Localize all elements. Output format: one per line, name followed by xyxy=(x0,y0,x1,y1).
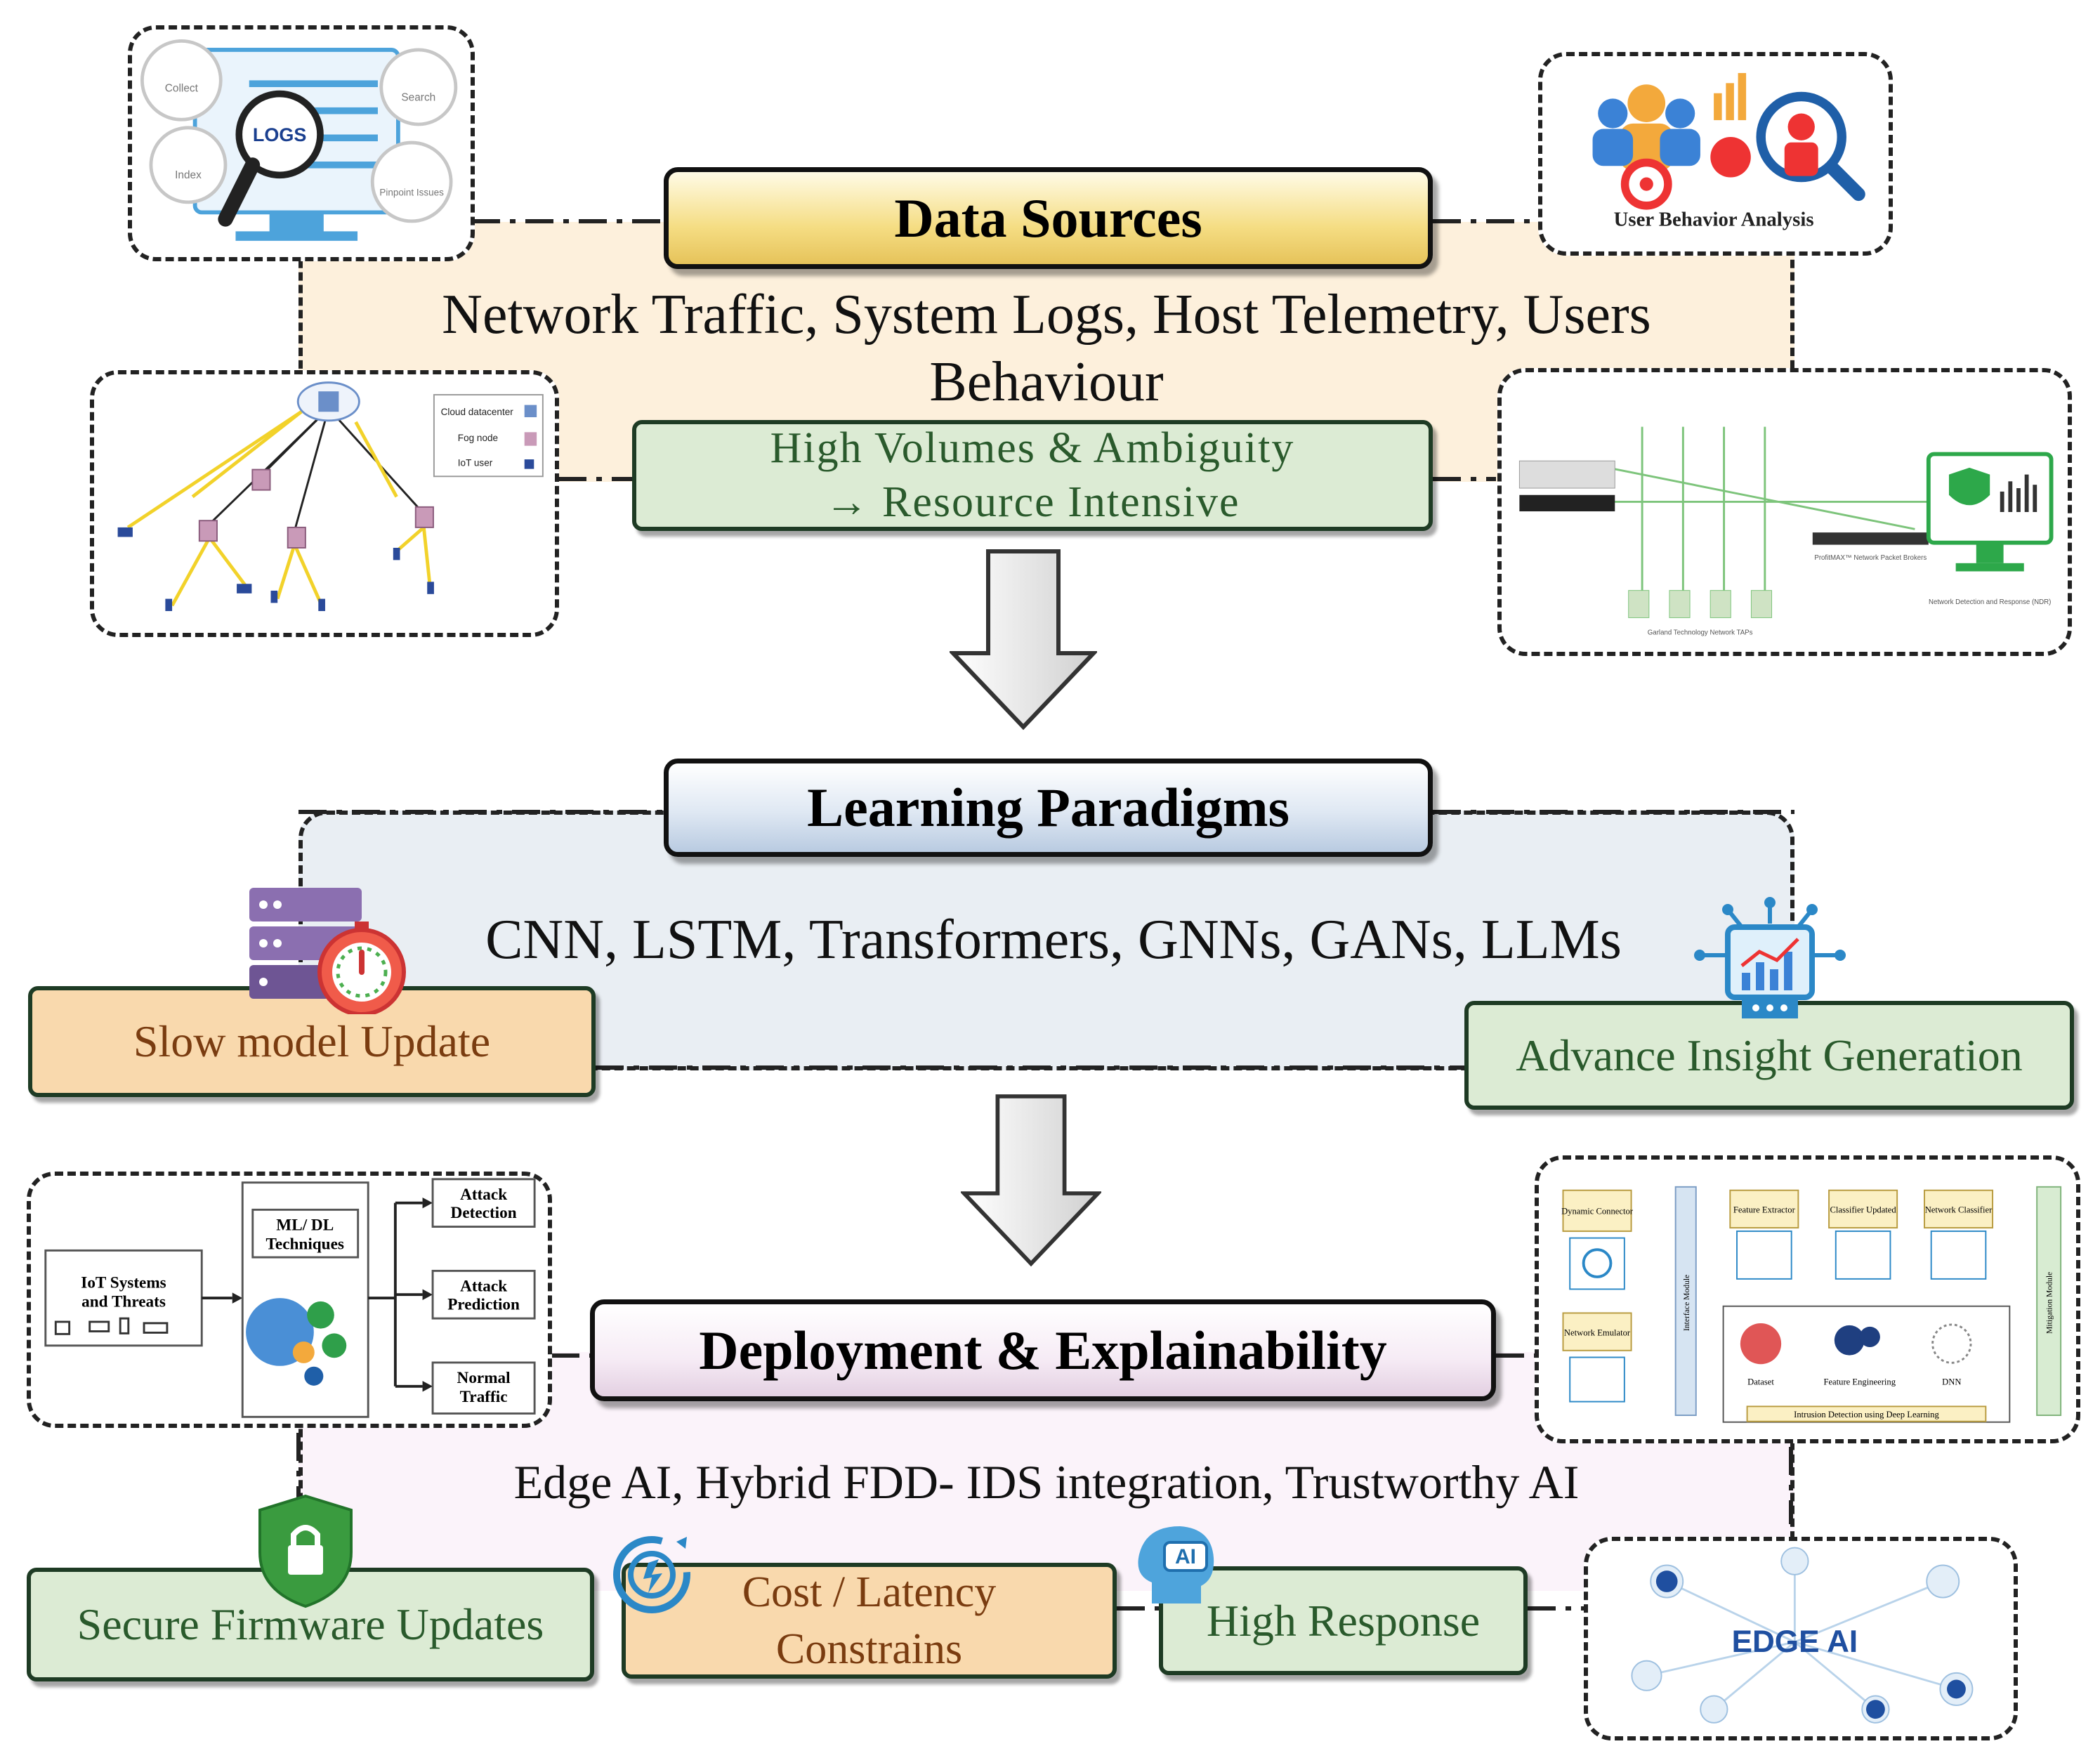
ndr-label: Network Detection and Response (NDR) xyxy=(1929,598,2051,606)
ids-network-emulator: Network Emulator xyxy=(1564,1327,1631,1337)
deployment-title: Deployment & Explainability xyxy=(699,1319,1387,1381)
ml-line2: Techniques xyxy=(266,1235,344,1253)
out1-line2: Detection xyxy=(451,1204,517,1222)
ids-mitigation-module: Mitigation Module xyxy=(2045,1272,2054,1334)
index-label: Index xyxy=(175,169,202,181)
insight-chart-icon xyxy=(1694,897,1846,1018)
out2-line2: Prediction xyxy=(447,1296,520,1314)
data-sources-body: Network Traffic, System Logs, Host Telem… xyxy=(442,284,1651,413)
slow-update-label: Slow model Update xyxy=(133,1016,491,1066)
edge-ai-label: EDGE AI xyxy=(1732,1625,1858,1659)
broker-label: ProfitMAX™ Network Packet Brokers xyxy=(1814,554,1927,562)
network-topology-card: Cloud datacenter Fog node IoT user xyxy=(90,370,559,637)
ai-head-icon: AI xyxy=(1138,1526,1214,1604)
down-arrow-1 xyxy=(948,548,1098,730)
uba-card: User Behavior Analysis xyxy=(1538,52,1893,256)
high-volume-box: High Volumes & Ambiguity → Resource Inte… xyxy=(632,420,1433,531)
logs-illustration: LOGS Collect Search Index Pinpoint Issue… xyxy=(140,39,458,241)
deployment-body: Edge AI, Hybrid FDD- IDS integration, Tr… xyxy=(513,1455,1580,1509)
data-sources-header: Data Sources xyxy=(664,167,1433,269)
ml-dl-card: IoT Systems and Threats ML/ DL Technique… xyxy=(27,1172,552,1428)
high-volume-line1: High Volumes & Ambiguity xyxy=(770,424,1295,472)
iot-line2: and Threats xyxy=(81,1293,166,1311)
cost-gauge-icon xyxy=(613,1536,690,1613)
cost-latency-line2: Constrains xyxy=(775,1625,963,1673)
resource-intensive-line: → Resource Intensive xyxy=(825,478,1240,526)
out3-line2: Traffic xyxy=(460,1388,508,1406)
edge-ai-card: EDGE AI xyxy=(1584,1537,2018,1740)
legend-iot: IoT user xyxy=(458,458,493,468)
learning-paradigms-body: CNN, LSTM, Transformers, GNNs, GANs, LLM… xyxy=(485,909,1622,971)
legend-fog: Fog node xyxy=(458,433,498,443)
out3-line1: Normal xyxy=(457,1369,511,1387)
ids-network-classifier: Network Classifier xyxy=(1925,1205,1993,1215)
ids-feature-extractor: Feature Extractor xyxy=(1733,1205,1796,1215)
ids-dataset: Dataset xyxy=(1747,1377,1774,1386)
logs-label: LOGS xyxy=(253,124,307,145)
server-stopwatch-icon xyxy=(249,888,406,1014)
ids-classifier-updated: Classifier Updated xyxy=(1830,1205,1897,1215)
high-response-box: High Response xyxy=(1159,1566,1528,1675)
slow-update-box: Slow model Update xyxy=(28,986,596,1097)
collect-label: Collect xyxy=(165,83,199,95)
iot-line1: IoT Systems xyxy=(81,1274,166,1292)
ids-dynamic-connector: Dynamic Connector xyxy=(1561,1207,1634,1216)
uba-illustration: User Behavior Analysis xyxy=(1592,72,1865,231)
secure-firmware-label: Secure Firmware Updates xyxy=(77,1599,544,1649)
out1-line1: Attack xyxy=(460,1186,507,1204)
insight-box: Advance Insight Generation xyxy=(1464,1001,2074,1110)
learning-paradigms-header: Learning Paradigms xyxy=(664,759,1433,857)
learning-paradigms-title: Learning Paradigms xyxy=(807,777,1289,838)
ids-dnn: DNN xyxy=(1942,1377,1961,1386)
taps-label: Garland Technology Network TAPs xyxy=(1648,629,1753,637)
legend-cloud: Cloud datacenter xyxy=(441,407,514,417)
ids-architecture-card: Dynamic Connector Network Emulator Featu… xyxy=(1535,1155,2080,1443)
pinpoint-label: Pinpoint Issues xyxy=(379,187,444,197)
search-label: Search xyxy=(401,91,435,103)
ml-line1: ML/ DL xyxy=(276,1216,334,1234)
deployment-header: Deployment & Explainability xyxy=(590,1299,1496,1401)
network-topology-illustration: Cloud datacenter Fog node IoT user xyxy=(117,381,544,612)
uba-label: User Behavior Analysis xyxy=(1614,209,1814,231)
shield-lock-icon xyxy=(258,1494,353,1608)
data-sources-title: Data Sources xyxy=(894,187,1202,249)
ndr-card: ProfitMAX™ Network Packet Brokers Networ… xyxy=(1497,368,2072,656)
ids-feature-engineering: Feature Engineering xyxy=(1823,1377,1896,1386)
ai-badge-label: AI xyxy=(1175,1545,1196,1568)
cost-latency-line1: Cost / Latency xyxy=(742,1568,997,1616)
logs-card: LOGS Collect Search Index Pinpoint Issue… xyxy=(128,25,475,261)
ids-interface-module: Interface Module xyxy=(1682,1275,1691,1331)
out2-line1: Attack xyxy=(460,1277,507,1295)
insight-label: Advance Insight Generation xyxy=(1516,1030,2023,1080)
ndr-illustration: ProfitMAX™ Network Packet Brokers Networ… xyxy=(1518,426,2054,637)
ids-footer: Intrusion Detection using Deep Learning xyxy=(1794,1410,1939,1419)
edge-ai-illustration: EDGE AI xyxy=(1631,1547,1974,1724)
cost-latency-box: Cost / Latency Constrains xyxy=(622,1563,1117,1679)
ml-dl-diagram: IoT Systems and Threats ML/ DL Technique… xyxy=(44,1178,536,1418)
ids-architecture-diagram: Dynamic Connector Network Emulator Featu… xyxy=(1561,1186,2062,1423)
high-response-label: High Response xyxy=(1206,1595,1481,1646)
down-arrow-2 xyxy=(959,1092,1103,1268)
